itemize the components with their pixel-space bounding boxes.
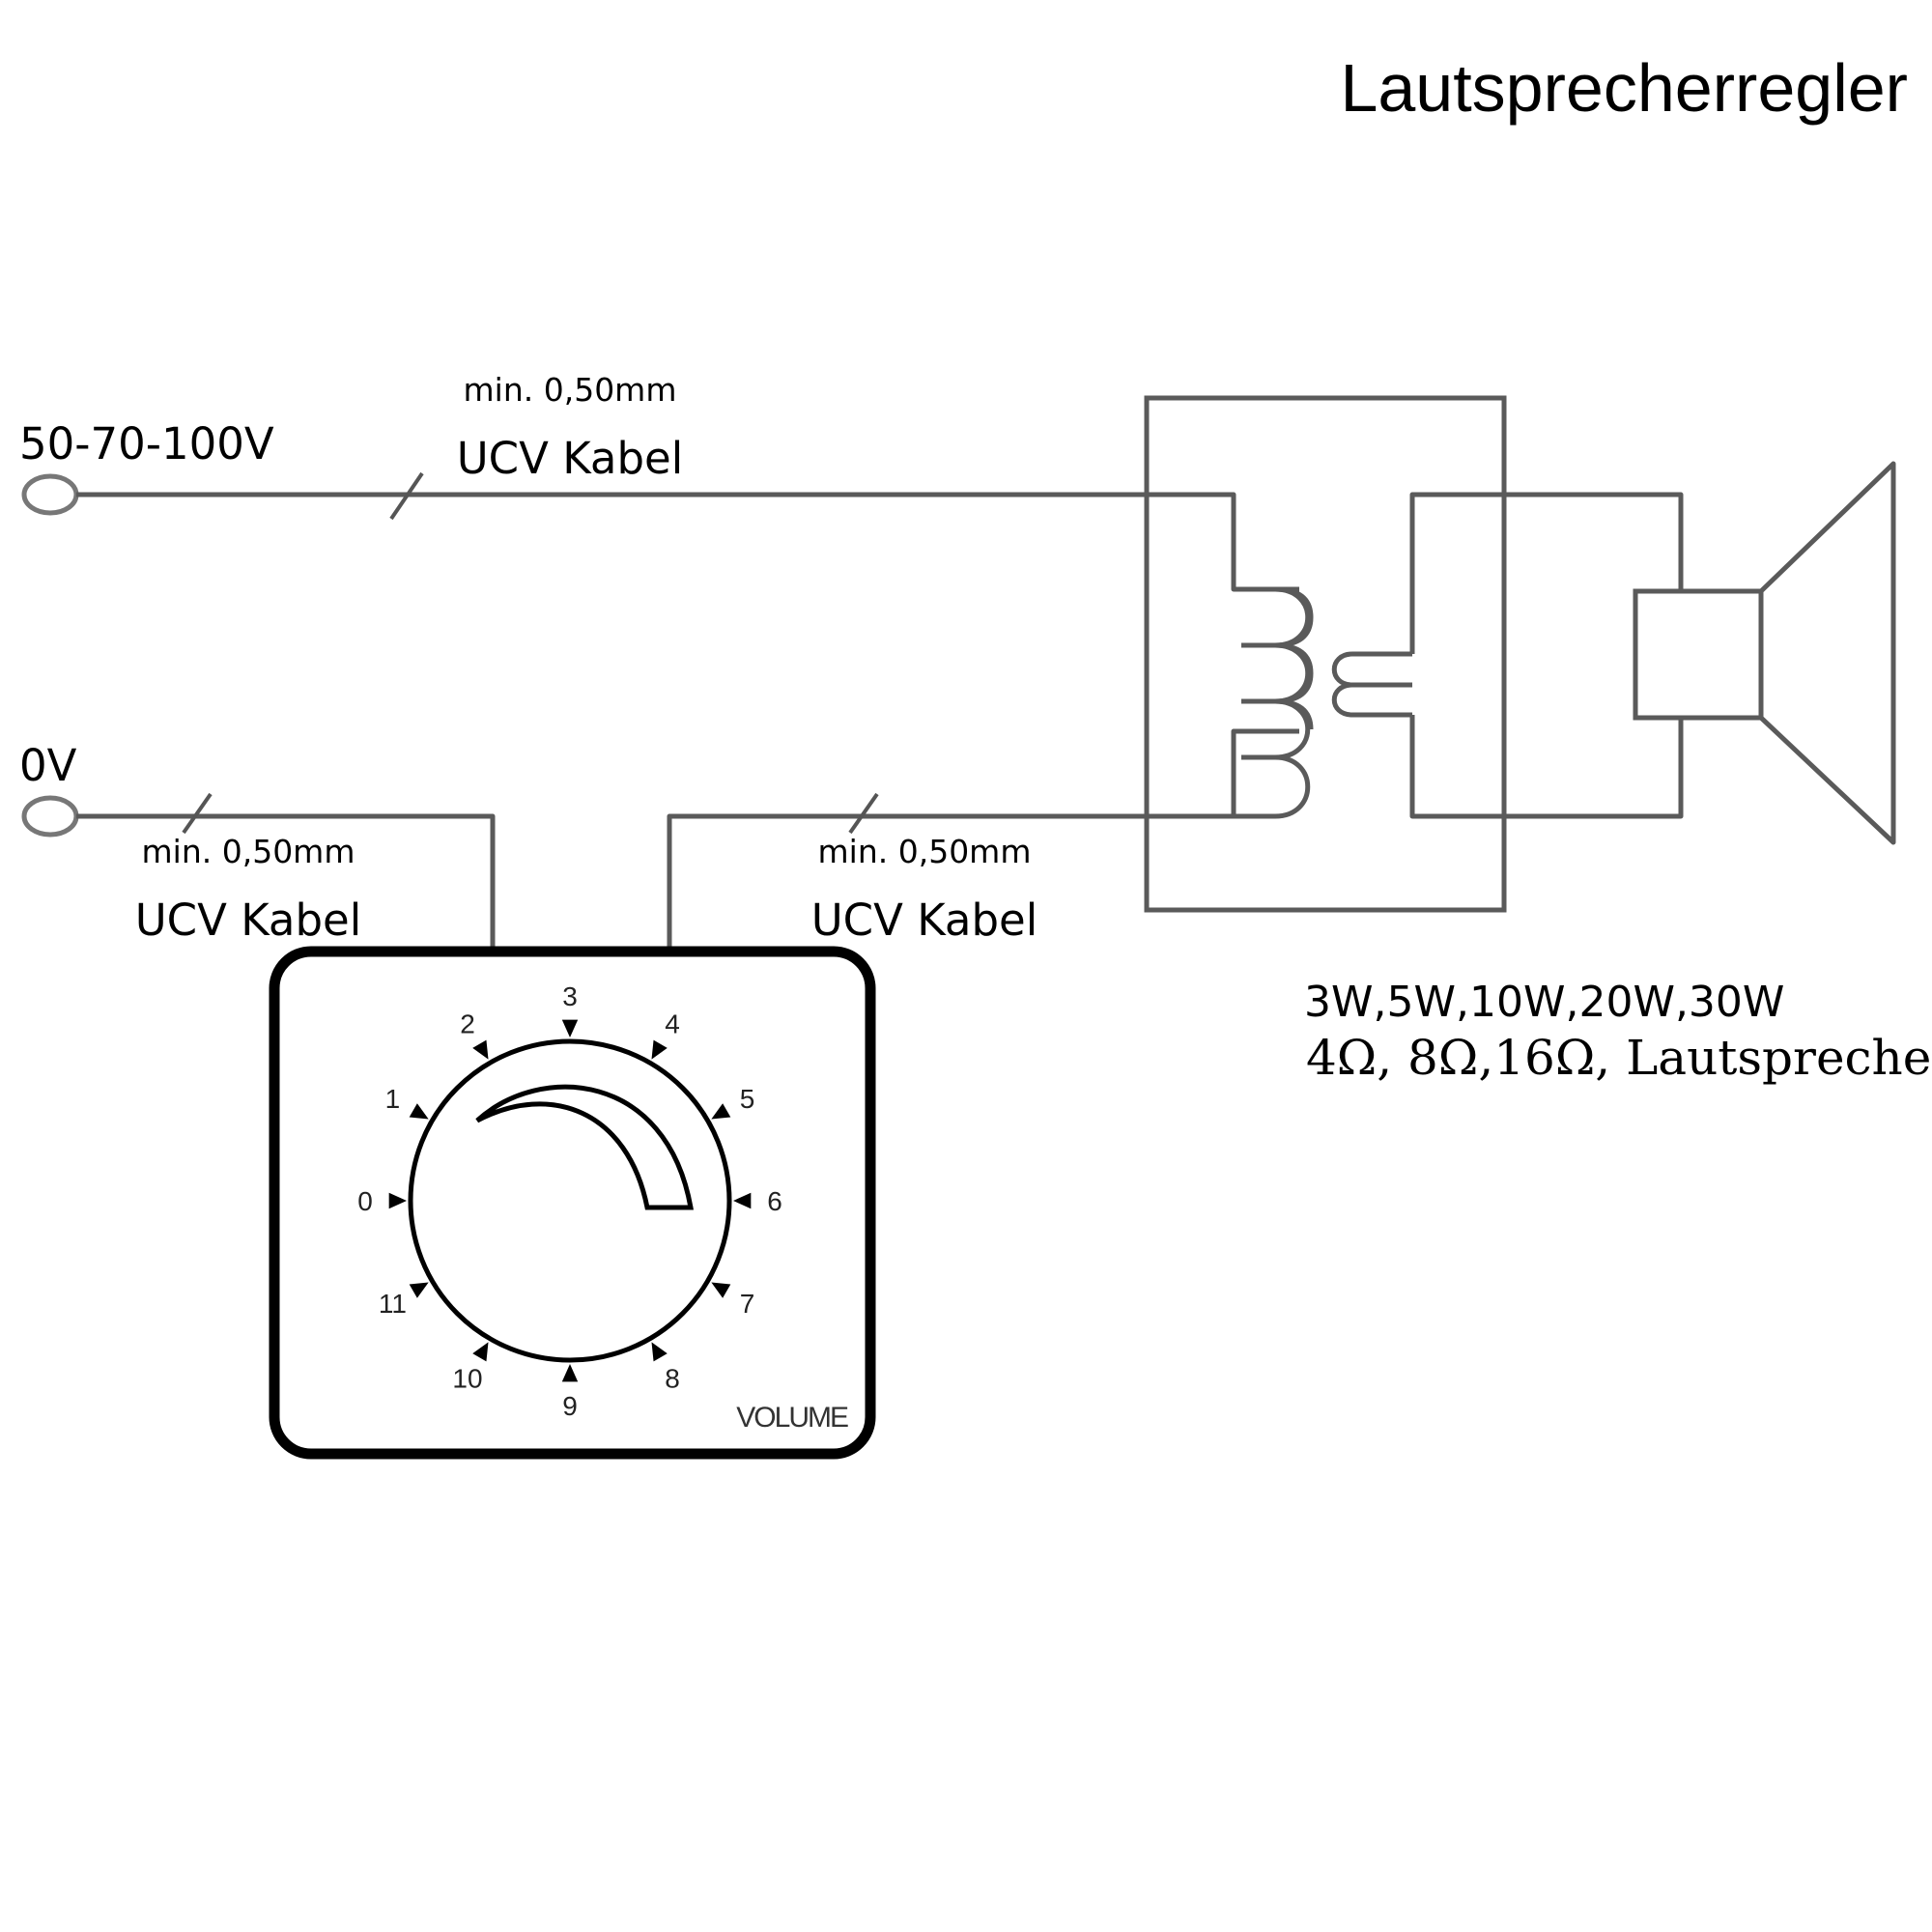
scale-marker-icon	[651, 1039, 668, 1060]
scale-number: 7	[740, 1289, 755, 1319]
scale-number: 5	[740, 1084, 755, 1114]
scale-marker-icon	[409, 1103, 429, 1120]
speaker-impedance-label: 4Ω, 8Ω,16Ω, Lautsprecher	[1306, 1030, 1932, 1086]
wire-secondary-top	[1409, 492, 1684, 654]
secondary-coil-icon	[1331, 651, 1412, 718]
volume-control-housing	[269, 946, 876, 1460]
scale-marker-icon	[388, 1192, 407, 1209]
cable-type: UCV Kabel	[135, 895, 362, 946]
scale-marker-icon	[711, 1282, 731, 1298]
primary-taps	[1234, 586, 1280, 819]
volume-label: VOLUME	[736, 1402, 848, 1434]
cable-label-top: min. 0,50mm UCV Kabel	[457, 371, 684, 484]
input-terminal-zero: 0V	[19, 740, 79, 838]
scale-marker-icon	[711, 1103, 731, 1120]
scale-number: 9	[562, 1391, 578, 1421]
speaker-magnet	[1633, 588, 1764, 721]
cable-type: UCV Kabel	[457, 433, 684, 484]
wire-zero	[76, 813, 496, 950]
cable-label-zero: min. 0,50mm UCV Kabel	[135, 833, 362, 946]
terminal-high-icon	[21, 473, 79, 516]
scale-marker-icon	[561, 1364, 579, 1382]
wire-high	[76, 492, 1299, 592]
primary-coil-bumps	[1272, 586, 1311, 819]
scale-marker-icon	[561, 1019, 579, 1037]
speaker-cone	[1759, 461, 1896, 845]
cable-spec: min. 0,50mm	[142, 833, 355, 870]
scale-number: 1	[385, 1084, 401, 1114]
wire-secondary-bottom	[1409, 715, 1684, 819]
scale-number: 11	[379, 1289, 407, 1319]
cable-type: UCV Kabel	[811, 895, 1038, 946]
scale-number: 3	[562, 981, 578, 1011]
terminal-zero-label: 0V	[19, 740, 77, 791]
scale-marker-icon	[651, 1342, 668, 1362]
cable-spec: min. 0,50mm	[818, 833, 1032, 870]
scale-marker-icon	[472, 1039, 489, 1060]
cable-spec: min. 0,50mm	[464, 371, 677, 409]
volume-scale: 0 1 2 3 4 5 6 7 8 9 10 11	[357, 981, 782, 1421]
scale-number: 4	[665, 1009, 680, 1038]
diagram-title: Lautsprecherregler	[1340, 50, 1908, 126]
scale-number: 8	[665, 1364, 680, 1394]
speaker-power-ratings: 3W,5W,10W,20W,30W	[1304, 978, 1784, 1027]
scale-marker-icon	[409, 1282, 429, 1298]
cable-slash-mark	[848, 792, 879, 835]
transformer-housing	[1144, 395, 1507, 913]
volume-control[interactable]: 0 1 2 3 4 5 6 7 8 9 10 11 VOLUME	[269, 946, 876, 1460]
scale-number: 10	[452, 1364, 482, 1394]
scale-number: 6	[767, 1186, 782, 1216]
terminal-high-label: 50-70-100V	[19, 418, 274, 469]
transformer	[1144, 395, 1684, 913]
cable-slash-mark	[182, 792, 213, 835]
volume-knob[interactable]	[408, 1038, 732, 1363]
terminal-zero-icon	[21, 795, 79, 838]
volume-knob-indicator	[475, 1084, 694, 1210]
scale-marker-icon	[472, 1342, 489, 1362]
speaker-icon	[1633, 461, 1896, 845]
cable-label-volume-out: min. 0,50mm UCV Kabel	[811, 833, 1038, 946]
input-terminal-high: 50-70-100V	[19, 418, 274, 516]
scale-number: 2	[460, 1009, 475, 1038]
scale-number: 0	[357, 1186, 373, 1216]
cable-slash-mark	[389, 471, 424, 521]
scale-marker-icon	[733, 1192, 752, 1209]
